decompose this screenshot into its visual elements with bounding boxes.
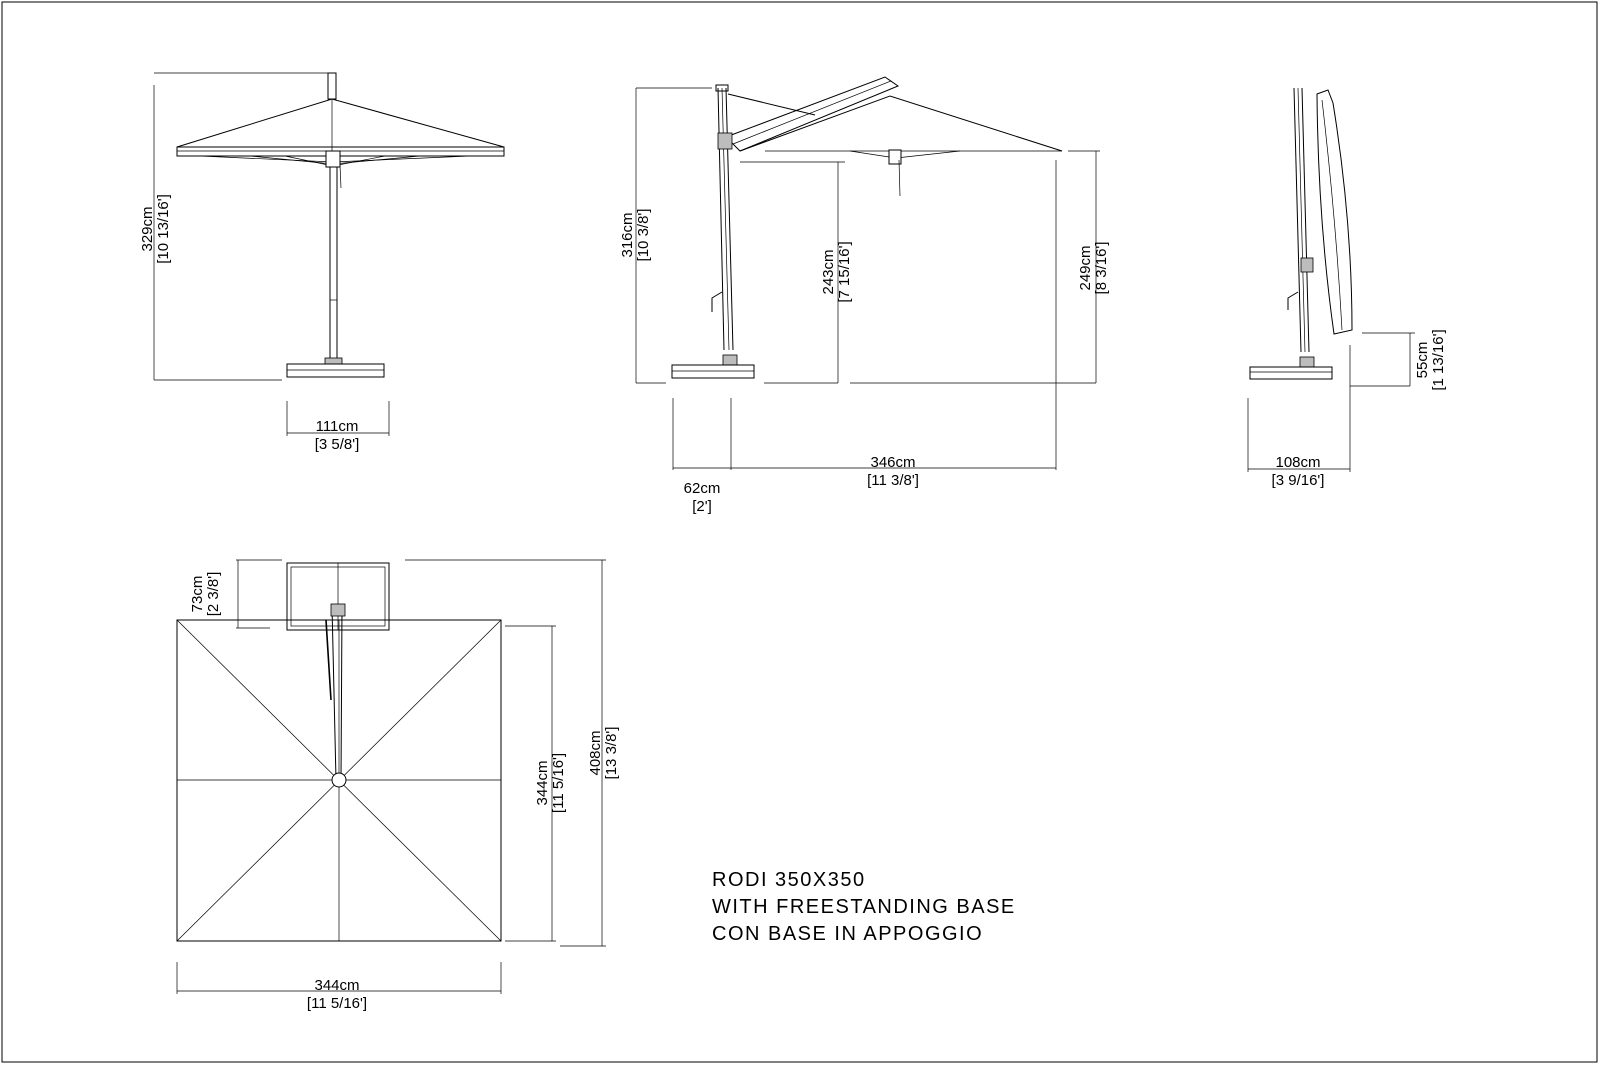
top-canopy-width-metric: 344cm [314,977,359,994]
title-line-1: RODI 350X350 [712,869,866,891]
title-line-3: CON BASE IN APPOGGIO [712,923,983,945]
closed-clearance-metric: 55cm [1414,342,1431,379]
top-base-offset-metric: 73cm [189,576,206,613]
closed-clearance-imperial: [1 13/16'] [1430,329,1447,390]
top-overall-depth-metric: 408cm [587,730,604,775]
side-base-depth-imperial: [2'] [692,498,712,515]
side-clearance-metric: 243cm [820,249,837,294]
top-canopy-width-imperial: [11 5/16'] [307,995,367,1012]
top-base-offset-imperial: [2 3/8'] [205,572,222,617]
closed-width-metric: 108cm [1275,454,1320,471]
side-tip-height-imperial: [8 3/16'] [1093,242,1110,295]
title-line-2: WITH FREESTANDING BASE [712,896,1016,918]
front-base-width-metric: 111cm [316,418,359,435]
side-base-depth-metric: 62cm [684,480,721,497]
title-block: RODI 350X350 WITH FREESTANDING BASE CON … [712,869,1016,945]
side-mast-height-metric: 316cm [619,212,636,257]
side-clearance-imperial: [7 15/16'] [836,241,853,302]
top-overall-depth-imperial: [13 3/8'] [603,727,620,780]
front-height-imperial: [10 13/16'] [155,194,172,264]
side-view: 316cm [10 3/8'] 243cm [7 15/16'] 249cm [… [619,76,1110,515]
closed-width-imperial: [3 9/16'] [1272,472,1325,489]
front-view: 329cm [10 13/16'] 111cm [3 5/8'] [139,72,505,453]
front-base-width-imperial: [3 5/8'] [315,436,360,453]
closed-view: 55cm [1 13/16'] 108cm [3 9/16'] [1247,87,1447,489]
top-canopy-depth-metric: 344cm [534,760,551,805]
side-tip-height-metric: 249cm [1077,245,1094,290]
side-mast-height-imperial: [10 3/8'] [635,209,652,262]
top-view: 73cm [2 3/8'] 344cm [11 5/16'] 408cm [13… [176,559,620,1012]
top-canopy-depth-imperial: [11 5/16'] [550,753,567,813]
front-height-metric: 329cm [139,206,156,251]
side-reach-metric: 346cm [870,454,915,471]
side-reach-imperial: [11 3/8'] [867,472,919,489]
